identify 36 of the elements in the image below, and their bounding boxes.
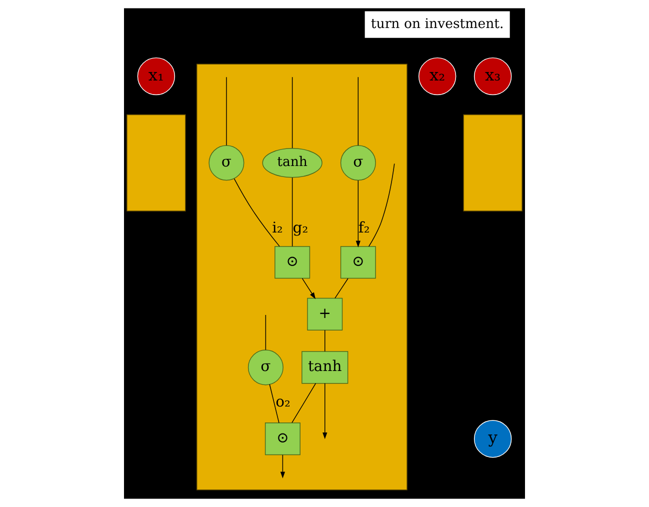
arrow: [280, 454, 286, 478]
node-circle: σ: [208, 145, 244, 181]
connector: [269, 384, 280, 424]
node-circle: y: [474, 420, 512, 458]
node-box: ⊙: [274, 246, 310, 279]
arrow: [302, 278, 316, 300]
cluster: [196, 64, 408, 490]
node-circle: σ: [248, 350, 284, 386]
node-box: [463, 114, 522, 212]
node-box: [126, 114, 186, 212]
node-box: ⊙: [340, 246, 376, 279]
connector: [292, 177, 293, 247]
node-circle: x₂: [418, 57, 456, 96]
connector: [324, 330, 326, 352]
connector: [292, 382, 316, 424]
arrow: [356, 180, 360, 248]
label: turn on investment.: [370, 16, 504, 32]
connector: [368, 163, 395, 247]
connector: [358, 76, 359, 146]
connector: [226, 76, 227, 146]
node-box: tanh: [302, 351, 348, 384]
connector: [234, 178, 280, 247]
node-circle: x₃: [474, 57, 512, 96]
edge-label: i₂: [272, 219, 283, 236]
edge-label: f₂: [358, 219, 370, 236]
node-box: ⊙: [264, 422, 300, 456]
edge-label: g₂: [292, 219, 308, 236]
node-circle: σ: [340, 145, 376, 181]
connector: [334, 278, 348, 299]
connector: [265, 314, 266, 350]
connector: [292, 76, 293, 148]
edge-label: o₂: [276, 393, 290, 410]
node-ellipse: tanh: [262, 148, 322, 178]
node-circle: x₁: [137, 57, 176, 96]
arrow: [322, 382, 328, 440]
node-box: +: [307, 298, 343, 330]
